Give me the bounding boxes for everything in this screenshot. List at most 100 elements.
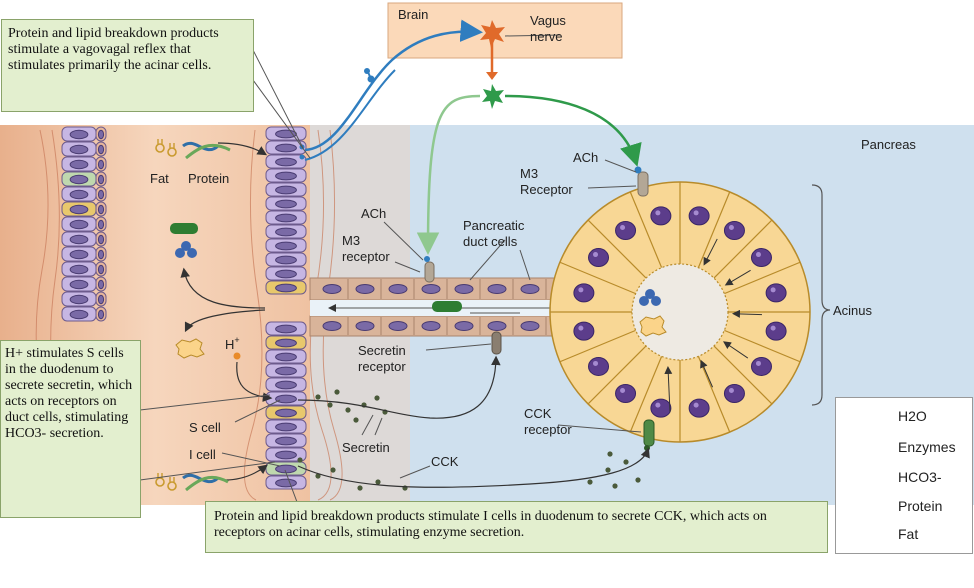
- duodenal-wall-cells: [265, 126, 307, 490]
- epithelial-cell: [95, 156, 107, 172]
- acinar-nucleus: [573, 321, 595, 341]
- efferent-fiber-acinus: [504, 94, 642, 167]
- epithelial-cell: [265, 280, 307, 295]
- acinar-nucleus: [650, 398, 672, 418]
- duct-cell: [454, 284, 474, 294]
- duct-cell: [355, 321, 375, 331]
- acinar-nucleus: [588, 356, 610, 376]
- h-plus-label: H+: [225, 335, 240, 352]
- epithelial-cell: [265, 210, 307, 225]
- cck-pathway: [297, 447, 650, 488]
- callout-i-cells: Protein and lipid breakdown products sti…: [205, 501, 828, 553]
- protein-label: Protein: [188, 171, 229, 186]
- brain-box: [387, 2, 623, 59]
- epithelial-cell: [265, 475, 307, 490]
- epithelial-cell: [265, 168, 307, 183]
- duct-cell: [520, 284, 540, 294]
- secretin-receptor: [491, 331, 502, 355]
- duct-cell: [454, 321, 474, 331]
- vagal-afferent-fiber: [304, 19, 483, 152]
- epithelial-cell: [265, 391, 307, 406]
- s-cell-label: S cell: [189, 420, 221, 435]
- legend-hco3-label: HCO3-: [898, 469, 942, 485]
- epithelial-cell: [61, 261, 97, 277]
- enzymes-acinus-icon: [639, 315, 667, 337]
- fat-icon-top: [155, 139, 177, 157]
- acinar-nucleus: [650, 206, 672, 226]
- brain-label: Brain: [398, 7, 428, 22]
- epithelial-cell: [265, 238, 307, 253]
- h2o-lumen-icon: [175, 241, 197, 258]
- hco3-in-duct: [432, 301, 462, 312]
- epithelial-cell: [265, 266, 307, 281]
- ach-duct-label: ACh: [361, 206, 386, 221]
- acinar-nucleus: [723, 383, 745, 403]
- epithelial-cell: [95, 276, 107, 292]
- epithelial-cell: [265, 419, 307, 434]
- epithelial-cell: [265, 196, 307, 211]
- epithelial-cell: [95, 246, 107, 262]
- acinar-nucleus: [615, 221, 637, 241]
- epithelial-cell: [265, 252, 307, 267]
- epithelial-cell: [265, 224, 307, 239]
- ganglion-neuron-icon: [482, 84, 504, 109]
- acinus: [549, 181, 811, 443]
- hco3-lumen-icon: [170, 223, 198, 234]
- brain-neuron-icon: [480, 20, 505, 48]
- fat-label: Fat: [150, 171, 169, 186]
- ach-acinar-label: ACh: [573, 150, 598, 165]
- duct-cell: [487, 321, 507, 331]
- acinar-nucleus: [615, 383, 637, 403]
- epithelial-cell: [61, 246, 97, 262]
- callout-vagovagal: Protein and lipid breakdown products sti…: [1, 19, 254, 112]
- legend-fat-label: Fat: [898, 526, 919, 542]
- epithelial-cell: [95, 231, 107, 247]
- epithelial-cell: [61, 141, 97, 157]
- epithelial-cell: [61, 126, 97, 142]
- epithelial-cell: [265, 363, 307, 378]
- protein-icon-top: [182, 141, 231, 160]
- acinar-nucleus: [750, 356, 772, 376]
- callout-s-cells: H+ stimulates S cells in the duodenum to…: [0, 340, 141, 518]
- villus-epithelium: [61, 126, 107, 322]
- acinar-nucleus: [750, 248, 772, 268]
- duct-cell: [421, 321, 441, 331]
- epithelial-cell: [265, 405, 307, 420]
- epithelial-cell: [265, 335, 307, 350]
- protein-icon-bottom: [182, 473, 229, 492]
- duct-cell: [322, 284, 342, 294]
- epithelial-cell: [95, 306, 107, 322]
- epithelial-cell: [61, 201, 97, 217]
- legend: H2O Enzymes HCO3- Protein Fat: [835, 397, 973, 554]
- epithelial-cell: [95, 201, 107, 217]
- duct-cell: [421, 284, 441, 294]
- epithelial-cell: [265, 182, 307, 197]
- duct-cell: [520, 321, 540, 331]
- acinar-nucleus: [688, 398, 710, 418]
- epithelial-cell: [95, 216, 107, 232]
- epithelial-cell: [265, 321, 307, 336]
- acinar-nucleus: [765, 283, 787, 303]
- enzymes-lumen-icon: [175, 338, 205, 359]
- duct-cell: [487, 284, 507, 294]
- m3-receptor-acinar: [634, 166, 649, 197]
- epithelial-cell: [95, 141, 107, 157]
- duct-cell: [355, 284, 375, 294]
- epithelial-cell: [95, 261, 107, 277]
- epithelial-cell: [265, 349, 307, 364]
- i-cell-label: I cell: [189, 447, 216, 462]
- legend-h2o-label: H2O: [898, 408, 927, 424]
- epithelial-cell: [95, 126, 107, 142]
- epithelial-cell: [61, 171, 97, 187]
- acinar-nucleus: [723, 221, 745, 241]
- duct-cell: [322, 321, 342, 331]
- epithelial-cell: [265, 433, 307, 448]
- cck-label: CCK: [431, 454, 459, 469]
- acinar-nucleus: [765, 321, 787, 341]
- epithelial-cell: [61, 186, 97, 202]
